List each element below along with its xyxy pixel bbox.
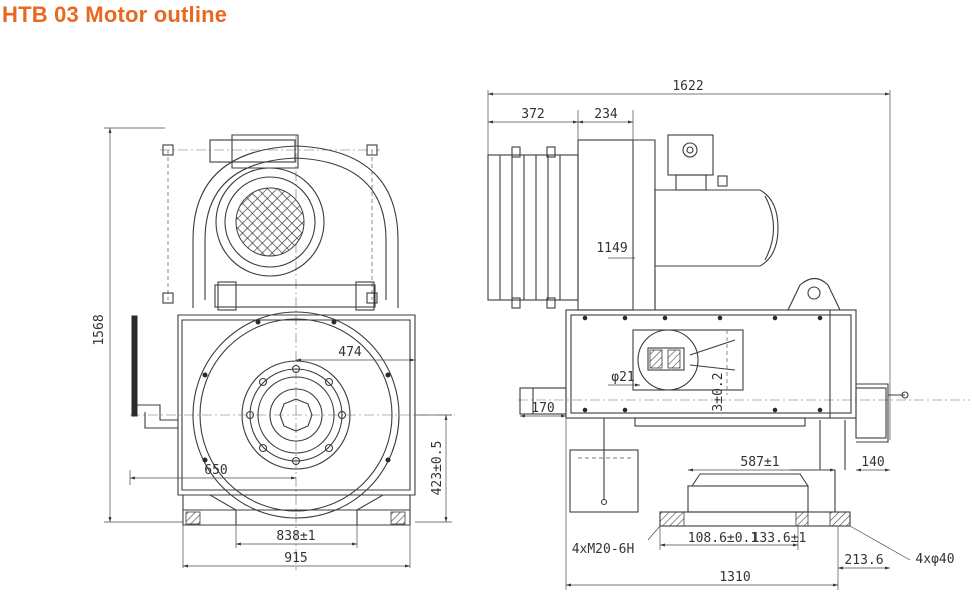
dim-encoder-offset-label: 140 bbox=[861, 455, 884, 470]
dim-top-height-label: 1149 bbox=[596, 241, 627, 256]
dim-bolt-thread-label: 4xM20-6H bbox=[572, 542, 635, 557]
dim-diameter-label: φ21 bbox=[611, 370, 634, 385]
dim-overall-length-label: 1622 bbox=[672, 79, 703, 94]
auxiliary-motor bbox=[654, 134, 779, 310]
dim-shaft-height-label: 423±0.5 bbox=[430, 441, 445, 496]
dim-hole-spacing-1-label: 108.6±0.1 bbox=[688, 531, 758, 546]
side-motor-body bbox=[519, 277, 909, 506]
brake-assembly bbox=[162, 134, 399, 311]
dim-brake-length-label: 372 bbox=[521, 107, 544, 122]
side-dimension-labels: 1622 372 234 1149 φ21 3±0.2 170 587±1 14… bbox=[521, 79, 954, 585]
brake-stack bbox=[487, 139, 656, 311]
base-feet bbox=[182, 494, 411, 526]
front-view: 1568 474 650 423±0.5 838±1 915 bbox=[92, 127, 455, 570]
dim-base-width-label: 915 bbox=[284, 551, 307, 566]
side-view: 1622 372 234 1149 φ21 3±0.2 170 587±1 14… bbox=[487, 79, 970, 590]
dim-fan-length-label: 234 bbox=[594, 107, 618, 122]
side-dimensions bbox=[487, 90, 911, 590]
front-dimensions bbox=[104, 127, 452, 568]
front-dimension-labels: 1568 474 650 423±0.5 838±1 915 bbox=[92, 314, 445, 566]
bolt-circle bbox=[202, 319, 391, 466]
dim-shaft-ext-label: 170 bbox=[531, 401, 554, 416]
dim-base-length-label: 1310 bbox=[719, 570, 750, 585]
dim-foot-spacing-label: 838±1 bbox=[276, 529, 315, 544]
side-base bbox=[569, 420, 851, 527]
dim-bracket-width-label: 587±1 bbox=[740, 455, 779, 470]
dim-hole-spacing-2-label: 133.6±1 bbox=[752, 531, 807, 546]
dim-474-label: 474 bbox=[338, 345, 362, 360]
dim-rear-offset-label: 213.6 bbox=[844, 553, 883, 568]
terminal-bar bbox=[131, 315, 138, 417]
dim-650-label: 650 bbox=[204, 463, 227, 478]
drawing-title: HTB 03 Motor outline bbox=[2, 2, 228, 27]
dim-height-label: 1568 bbox=[92, 314, 107, 345]
dim-vertical-label: 3±0.2 bbox=[711, 372, 726, 411]
dim-hole-dia-label: 4xφ40 bbox=[915, 552, 954, 567]
fan-grille bbox=[235, 187, 305, 257]
